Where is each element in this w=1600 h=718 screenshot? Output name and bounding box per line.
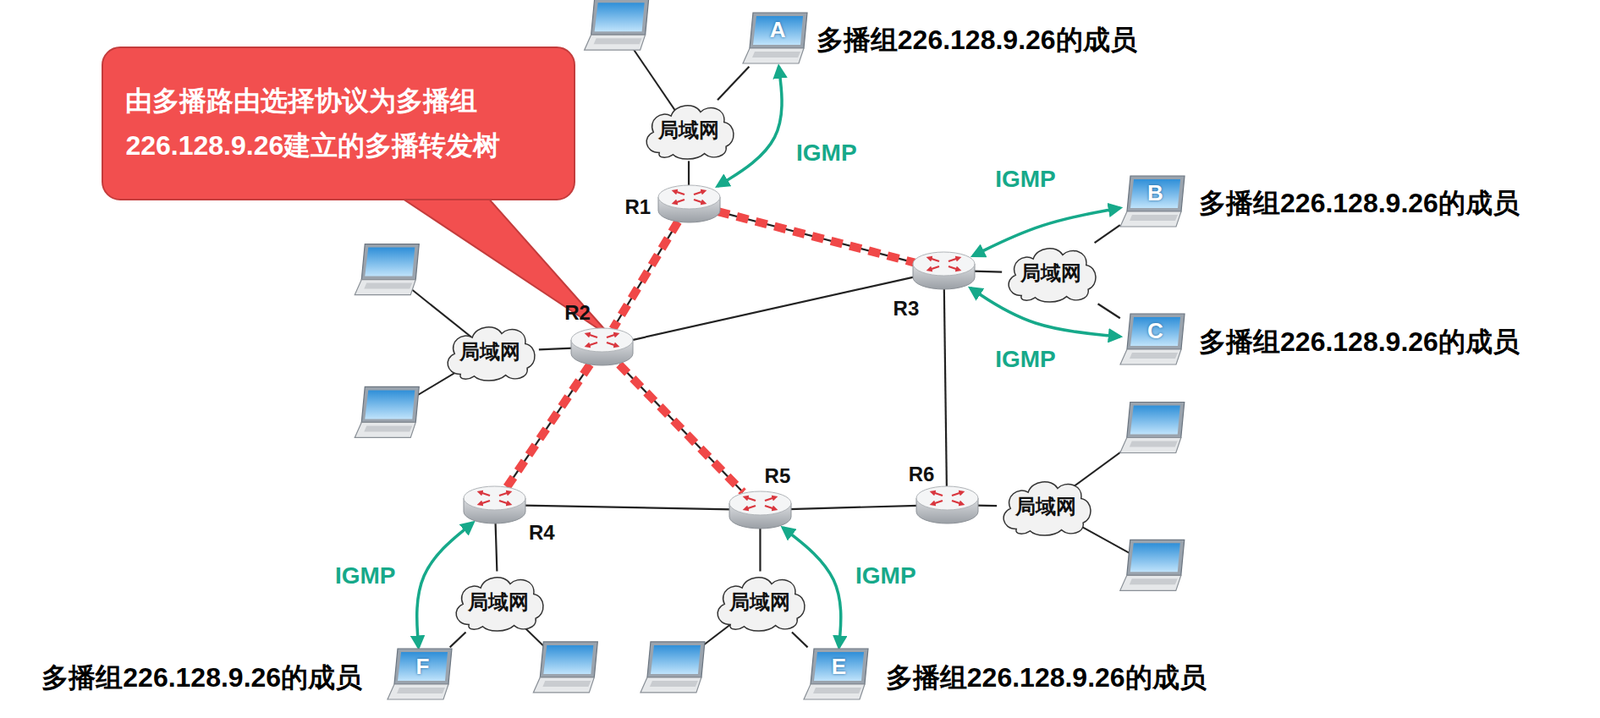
- host-letter: A: [753, 16, 803, 45]
- host-letter: E: [813, 652, 864, 682]
- cloud-node: 局域网: [639, 99, 738, 161]
- router-node: R5: [728, 489, 792, 531]
- router-label: R3: [893, 296, 920, 321]
- laptop-node: F: [387, 647, 454, 704]
- network-link: [687, 160, 690, 187]
- router-label: R1: [624, 195, 651, 220]
- callout-node: 由多播路由选择协议为多播组 226.128.9.26建立的多播转发树: [101, 46, 576, 201]
- router-icon: [657, 183, 721, 225]
- router-icon: [912, 250, 976, 292]
- network-link: [538, 348, 573, 351]
- cloud-node: 局域网: [1001, 242, 1100, 304]
- network-link: [631, 276, 915, 341]
- router-icon: [915, 484, 979, 526]
- router-node: R1: [657, 183, 721, 225]
- laptop-icon: [533, 642, 598, 693]
- callout-pointer: [387, 188, 613, 339]
- network-link: [973, 269, 1002, 273]
- cloud-node: 局域网: [996, 476, 1095, 538]
- laptop-icon: [354, 244, 419, 296]
- laptop-icon: [1120, 402, 1185, 454]
- laptop-icon: [354, 386, 419, 438]
- protocol-label: IGMP: [332, 562, 399, 590]
- member-label: 多播组226.128.9.26的成员: [1198, 324, 1520, 362]
- router-node: R2: [570, 326, 634, 368]
- lan-label: 局域网: [459, 338, 521, 366]
- laptop-node: C: [1120, 312, 1187, 369]
- network-link: [506, 364, 590, 488]
- cloud-node: 局域网: [710, 571, 809, 633]
- protocol-label: IGMP: [852, 562, 919, 590]
- member-label: 多播组226.128.9.26的成员: [1198, 185, 1520, 223]
- member-label: 多播组226.128.9.26的成员: [41, 659, 363, 698]
- member-label: 多播组226.128.9.26的成员: [816, 21, 1138, 60]
- router-node: R4: [462, 484, 527, 526]
- igmp-arrow: [417, 522, 473, 648]
- host-letter: B: [1130, 179, 1181, 209]
- router-label: R5: [764, 464, 792, 489]
- network-link: [791, 632, 809, 649]
- network-link: [758, 527, 761, 572]
- network-link: [718, 211, 916, 263]
- router-label: R4: [528, 521, 556, 545]
- member-label: 多播组226.128.9.26的成员: [885, 659, 1207, 698]
- router-label: R6: [908, 462, 935, 487]
- multicast-tree-link: [506, 364, 590, 488]
- callout-text: 由多播路由选择协议为多播组 226.128.9.26建立的多播转发树: [125, 78, 552, 169]
- network-link: [1098, 303, 1121, 319]
- multicast-tree-link: [619, 364, 743, 493]
- network-link: [717, 66, 749, 101]
- protocol-label: IGMP: [992, 346, 1059, 374]
- router-icon: [462, 484, 527, 526]
- cloud-node: 局域网: [440, 321, 539, 383]
- network-link: [495, 522, 498, 572]
- router-node: R3: [912, 250, 976, 292]
- router-icon: [570, 326, 634, 368]
- lan-label: 局域网: [467, 588, 529, 616]
- laptop-icon: [640, 642, 705, 693]
- network-link: [976, 505, 997, 508]
- lan-label: 局域网: [729, 588, 791, 616]
- lan-label: 局域网: [1015, 493, 1077, 521]
- laptop-node: B: [1120, 174, 1187, 231]
- multicast-tree-link: [718, 211, 916, 263]
- host-letter: C: [1130, 317, 1181, 347]
- laptop-node: E: [803, 647, 870, 704]
- laptop-icon: [584, 0, 649, 50]
- router-label: R2: [564, 301, 591, 325]
- multicast-tree-link: [612, 221, 678, 330]
- protocol-label: IGMP: [992, 165, 1059, 193]
- network-link: [789, 505, 919, 510]
- laptop-icon: [1120, 539, 1185, 591]
- network-link: [450, 632, 467, 649]
- protocol-label: IGMP: [793, 139, 860, 167]
- lan-label: 局域网: [658, 116, 720, 144]
- network-link: [619, 364, 743, 493]
- network-link: [523, 505, 732, 511]
- router-icon: [728, 489, 792, 531]
- router-node: R6: [915, 484, 979, 526]
- lan-label: 局域网: [1020, 259, 1082, 287]
- network-link: [944, 288, 947, 488]
- cloud-node: 局域网: [449, 571, 548, 633]
- host-letter: F: [397, 652, 448, 682]
- network-link: [1094, 225, 1121, 243]
- laptop-node: A: [742, 10, 809, 67]
- network-link: [612, 221, 678, 330]
